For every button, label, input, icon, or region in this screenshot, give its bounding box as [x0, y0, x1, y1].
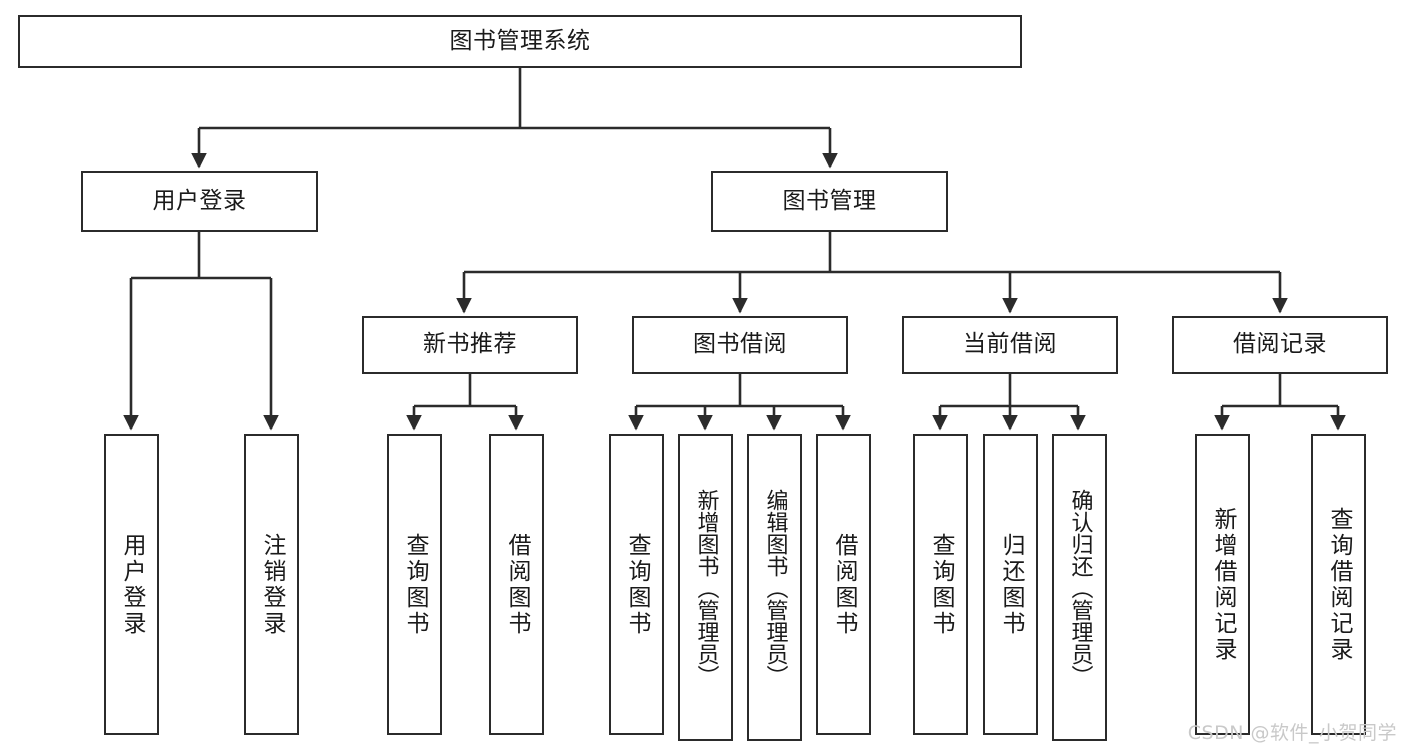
node-label: 编辑图书（管理员）	[762, 488, 788, 687]
node-label: 查询图书	[402, 532, 428, 637]
node-label: 借阅记录	[1233, 331, 1327, 358]
leaf-current-confirm-return-admin[interactable]: 确认归还（管理员）	[1052, 434, 1107, 741]
node-new-book-recommendation[interactable]: 新书推荐	[362, 316, 578, 374]
leaf-user-login-signin[interactable]: 用户登录	[104, 434, 159, 735]
node-label: 借阅图书	[504, 532, 530, 637]
node-label: 当前借阅	[963, 331, 1057, 358]
node-borrowing-record[interactable]: 借阅记录	[1172, 316, 1388, 374]
leaf-record-add-record[interactable]: 新增借阅记录	[1195, 434, 1250, 735]
node-label: 确认归还（管理员）	[1067, 488, 1093, 687]
node-label: 用户登录	[119, 532, 145, 637]
node-book-borrowing[interactable]: 图书借阅	[632, 316, 848, 374]
node-label: 图书管理	[782, 187, 877, 214]
leaf-borrow-add-book-admin[interactable]: 新增图书（管理员）	[678, 434, 733, 741]
leaf-new-book-borrow[interactable]: 借阅图书	[489, 434, 544, 735]
leaf-borrow-edit-book-admin[interactable]: 编辑图书（管理员）	[747, 434, 802, 741]
node-label: 用户登录	[152, 187, 247, 214]
leaf-user-login-signout[interactable]: 注销登录	[244, 434, 299, 735]
node-label: 查询借阅记录	[1326, 506, 1352, 663]
node-label: 新书推荐	[423, 331, 517, 358]
node-label: 归还图书	[998, 532, 1024, 637]
leaf-borrow-borrow-book[interactable]: 借阅图书	[816, 434, 871, 735]
node-user-login[interactable]: 用户登录	[81, 171, 318, 232]
leaf-current-return-book[interactable]: 归还图书	[983, 434, 1038, 735]
node-label: 新增图书（管理员）	[693, 488, 719, 687]
node-label: 新增借阅记录	[1210, 506, 1236, 663]
node-label: 图书管理系统	[449, 27, 591, 54]
node-label: 查询图书	[624, 532, 650, 637]
node-current-borrowing[interactable]: 当前借阅	[902, 316, 1118, 374]
leaf-new-book-query[interactable]: 查询图书	[387, 434, 442, 735]
leaf-current-query-book[interactable]: 查询图书	[913, 434, 968, 735]
node-book-management[interactable]: 图书管理	[711, 171, 948, 232]
node-label: 图书借阅	[693, 331, 787, 358]
node-root-book-management-system[interactable]: 图书管理系统	[18, 15, 1022, 68]
node-label: 借阅图书	[831, 532, 857, 637]
node-label: 注销登录	[259, 532, 285, 637]
csdn-watermark: CSDN @软件_小贺同学	[1187, 722, 1397, 744]
leaf-borrow-query-book[interactable]: 查询图书	[609, 434, 664, 735]
node-label: 查询图书	[928, 532, 954, 637]
leaf-record-query-record[interactable]: 查询借阅记录	[1311, 434, 1366, 735]
